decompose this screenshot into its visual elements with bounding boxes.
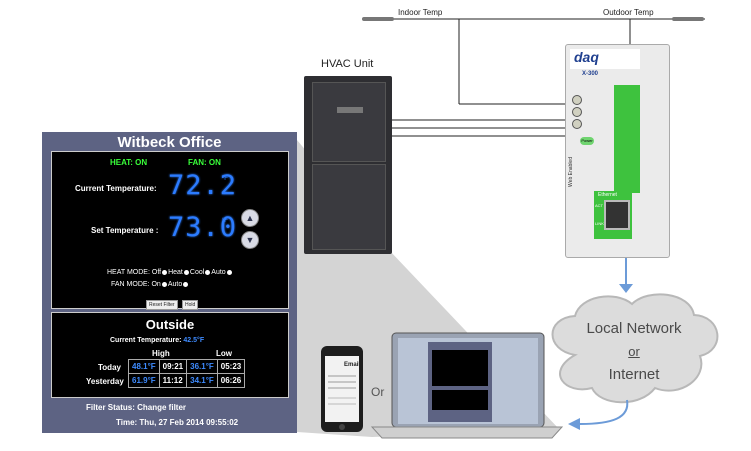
heat-mode-auto-radio[interactable]	[226, 269, 232, 275]
cloud-shape	[551, 293, 719, 404]
set-temp-display: 73.0	[168, 212, 238, 243]
phone-home-button	[339, 424, 345, 430]
outside-current-temp-label: Current Temperature:	[110, 337, 182, 344]
set-temp-unit: ºF	[222, 218, 228, 224]
set-temp-label: Set Temperature :	[91, 226, 159, 235]
or-label: Or	[371, 385, 385, 399]
high-header: High	[152, 349, 170, 358]
laptop-screen-outside	[432, 390, 488, 410]
temp-down-button[interactable]: ▼	[241, 231, 259, 249]
fan-mode-row: FAN MODE: On Auto	[111, 281, 189, 288]
fan-mode-on-radio[interactable]	[161, 281, 167, 287]
heat-mode-cool[interactable]: Cool	[189, 269, 205, 276]
cloud-line-local-network: Local Network	[586, 320, 682, 337]
indoor-temp-probe	[362, 17, 394, 21]
yesterday-high: 61.9°F	[128, 373, 160, 388]
heat-mode-label: HEAT MODE:	[107, 269, 150, 276]
heat-mode-cool-radio[interactable]	[205, 269, 211, 275]
outside-screen: Outside Current Temperature: 42.5°F High…	[51, 312, 289, 398]
indoor-temp-label: Indoor Temp	[398, 8, 443, 17]
today-low-time: 05:23	[216, 359, 246, 374]
thermostat-panel: Witbeck Office HEAT: ON FAN: ON Current …	[42, 132, 297, 433]
heat-mode-row: HEAT MODE: Off Heat Cool Auto	[107, 269, 233, 276]
heat-mode-off[interactable]: Off	[151, 269, 162, 276]
outdoor-temp-label: Outdoor Temp	[603, 8, 654, 17]
arrow-down-head	[619, 284, 633, 293]
daq-ethernet-panel: Ethernet ACT LINK	[594, 191, 632, 239]
thermostat-screen: HEAT: ON FAN: ON Current Temperature: 72…	[51, 151, 289, 311]
hvac-badge	[337, 107, 363, 113]
fan-mode-on[interactable]: On	[151, 281, 161, 288]
daq-web-enabled: Web Enabled	[568, 157, 574, 187]
laptop-base	[370, 426, 564, 439]
yesterday-low-time: 06:26	[216, 373, 246, 388]
hvac-unit	[304, 76, 392, 254]
temp-up-button[interactable]: ▲	[241, 209, 259, 227]
daq-power-label: Power	[581, 138, 593, 143]
heat-mode-auto[interactable]: Auto	[211, 269, 226, 276]
cloud-line-or: or	[628, 344, 640, 359]
current-temp-display: 72.2	[168, 170, 238, 201]
reset-filter-button[interactable]: Reset Filter	[146, 300, 178, 310]
daq-link-label: LINK	[595, 221, 604, 226]
outdoor-temp-probe	[672, 17, 704, 21]
current-temp-unit: ºF	[222, 176, 228, 182]
heat-mode-off-radio[interactable]	[162, 269, 168, 275]
outside-current-temp: Current Temperature: 42.5°F	[110, 337, 204, 344]
yesterday-high-time: 11:12	[158, 373, 188, 388]
phone-title: Email	[344, 362, 361, 368]
phone-screen	[325, 356, 359, 422]
heat-mode-heat-radio[interactable]	[183, 269, 189, 275]
heat-mode-heat[interactable]: Heat	[168, 269, 183, 276]
daq-terminal-block	[614, 85, 640, 193]
heat-status: HEAT: ON	[110, 158, 148, 167]
outside-title: Outside	[145, 317, 195, 332]
hvac-label: HVAC Unit	[321, 58, 374, 70]
daq-model: X-300	[582, 71, 599, 77]
filter-status: Filter Status: Change filter	[86, 403, 187, 412]
hvac-upper-door	[312, 82, 386, 162]
current-temp-label: Current Temperature:	[75, 184, 157, 193]
arrow-left-line	[579, 399, 629, 425]
daq-brand: daq	[574, 49, 599, 65]
today-high-time: 09:21	[158, 359, 188, 374]
table-row: 61.9°F 11:12 34.1°F 06:26	[128, 373, 246, 388]
outside-current-temp-value: 42.5°F	[183, 337, 205, 344]
fan-mode-auto[interactable]: Auto	[167, 281, 183, 288]
hvac-lower-door	[312, 164, 386, 250]
daq-logo-area: daq	[570, 49, 640, 69]
daq-act-label: ACT	[595, 203, 603, 208]
panel-time: Time: Thu, 27 Feb 2014 09:55:02	[116, 418, 239, 427]
table-row: 48.1°F 09:21 36.1°F 05:23	[128, 359, 246, 374]
yesterday-label: Yesterday	[86, 377, 124, 386]
hold-button[interactable]: Hold	[182, 300, 199, 310]
daq-led-2	[572, 107, 582, 117]
outside-hilo-table: 48.1°F 09:21 36.1°F 05:23 61.9°F 11:12 3…	[128, 359, 246, 388]
fan-mode-auto-radio[interactable]	[183, 281, 189, 287]
fan-status: FAN: ON	[188, 158, 221, 167]
cloud-line-internet: Internet	[608, 366, 660, 383]
daq-ethernet-port	[604, 200, 630, 230]
today-low: 36.1°F	[186, 359, 218, 374]
arrow-left-head	[568, 418, 580, 430]
today-high: 48.1°F	[128, 359, 160, 374]
panel-title: Witbeck Office	[117, 134, 222, 151]
daq-led-3	[572, 119, 582, 129]
daq-led-1	[572, 95, 582, 105]
laptop-screen-lcd	[432, 350, 488, 386]
today-label: Today	[98, 363, 121, 372]
daq-ethernet-label: Ethernet	[598, 192, 617, 198]
fan-mode-label: FAN MODE:	[111, 281, 150, 288]
daq-device: daq X-300 Power Web Enabled Ethernet ACT…	[565, 44, 670, 258]
yesterday-low: 34.1°F	[186, 373, 218, 388]
daq-power-led: Power	[580, 137, 594, 145]
low-header: Low	[216, 349, 232, 358]
panel-buttons: Reset Filter Hold	[146, 293, 199, 311]
